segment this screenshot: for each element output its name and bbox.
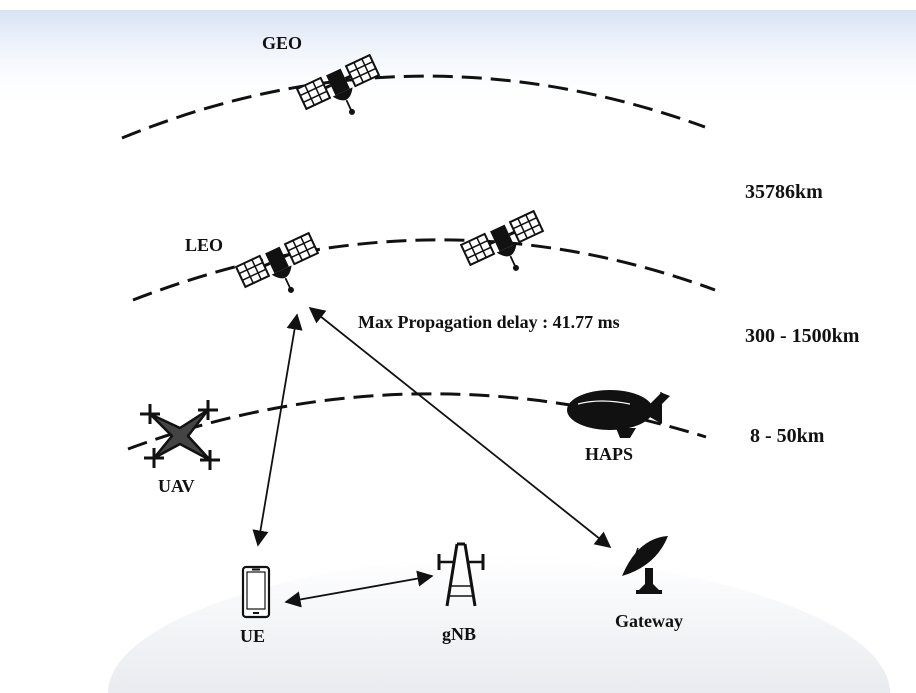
ue-leo-link [252,313,303,547]
phone-icon [241,565,271,619]
gateway-label: Gateway [615,611,683,631]
leo-gateway-link [308,306,612,549]
ue-gnb-link [284,570,434,608]
leo-label: LEO [185,235,223,255]
geo-orbit-path [121,74,706,140]
ue-label: UE [240,626,265,646]
sky-band [0,10,916,110]
geo-label: GEO [262,33,302,53]
haps-altitude-label: 8 - 50km [750,425,825,447]
gnb-label: gNB [442,624,476,644]
dish-icon [622,536,668,594]
leo-altitude-label: 300 - 1500km [745,325,860,347]
propagation-delay-label: Max Propagation delay : 41.77 ms [358,312,620,332]
drone-icon [140,400,220,470]
haps-label: HAPS [585,444,633,464]
leo-orbit-path [132,238,716,302]
geo-altitude-label: 35786km [745,181,823,203]
uav-label: UAV [158,476,195,496]
